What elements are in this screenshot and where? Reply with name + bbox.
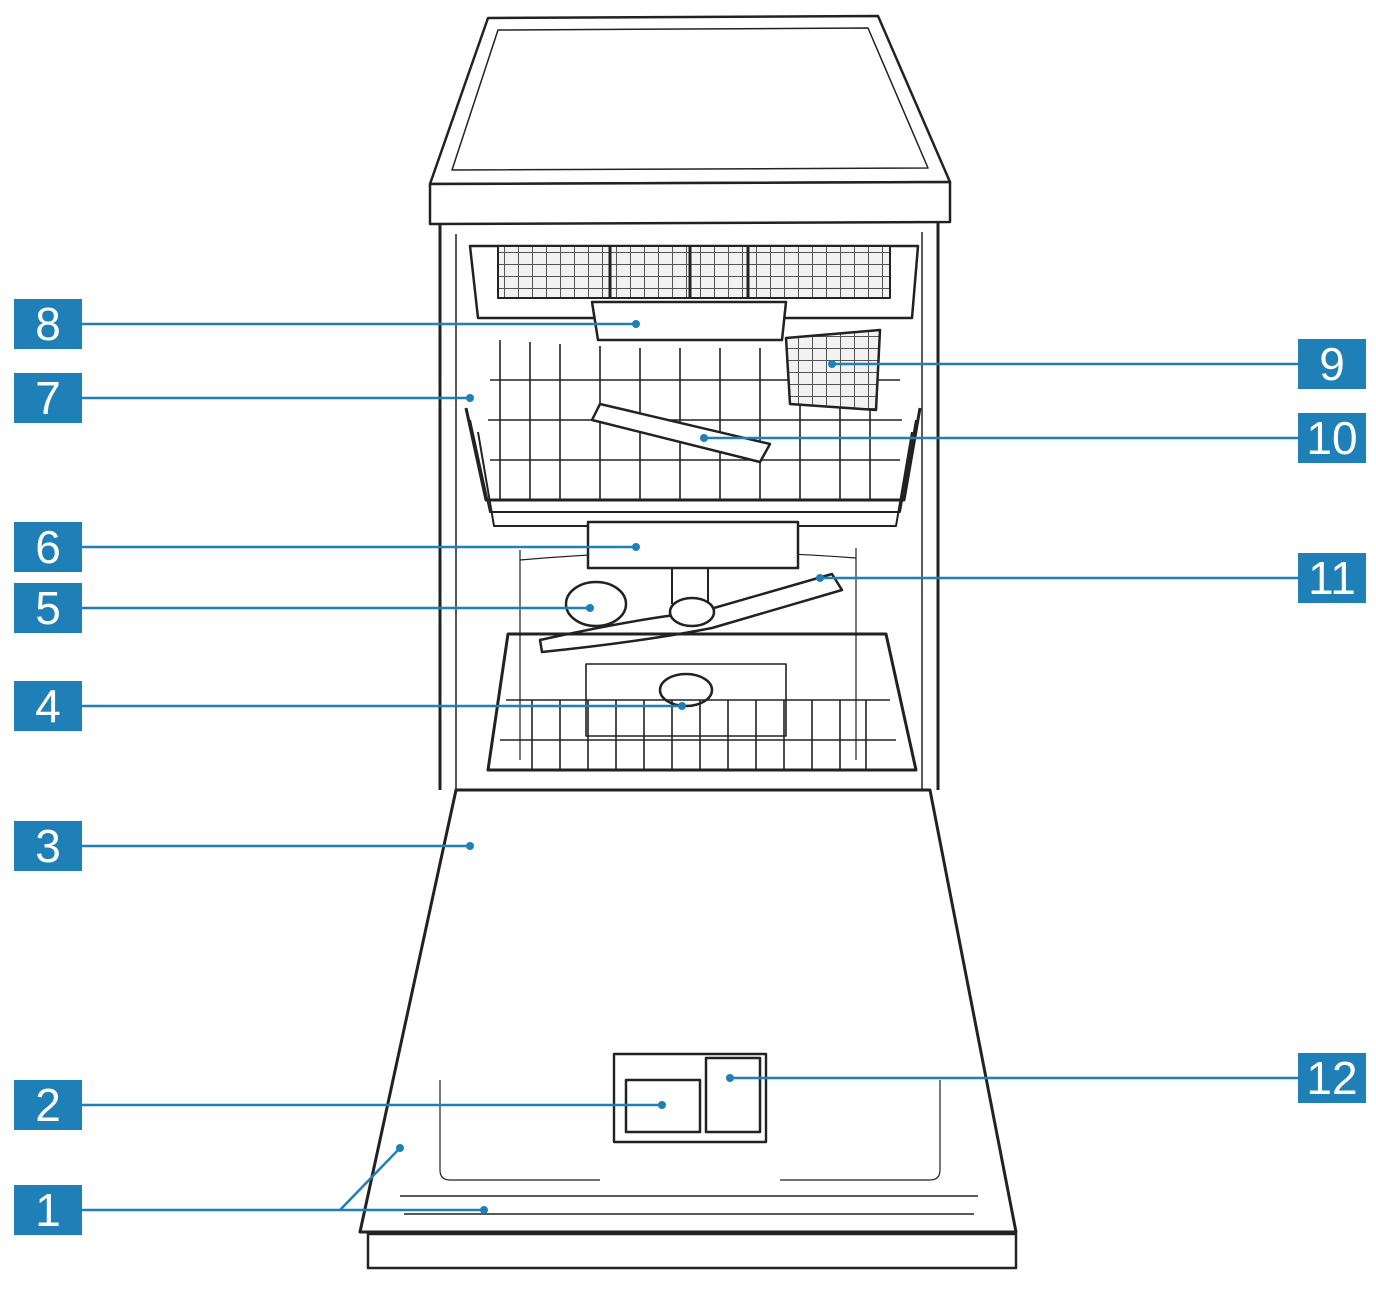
top-spray-arm-deflector [586,520,800,570]
callout-9: 9 [1298,339,1366,389]
callout-3: 3 [14,821,82,871]
cup-shelf [590,402,772,464]
callout-11: 11 [1298,553,1366,603]
lower-basket [486,632,918,772]
callout-8: 8 [14,299,82,349]
callout-6: 6 [14,522,82,572]
callout-5: 5 [14,583,82,633]
worktop [428,14,952,186]
salt-container [564,580,628,628]
cabinet-body [438,222,940,790]
leader-1-branch [339,1147,401,1211]
callout-12: 12 [1298,1053,1366,1103]
door [358,788,1018,1234]
callout-7: 7 [14,373,82,423]
callout-1: 1 [14,1185,82,1235]
worktop-front-edge [428,180,952,226]
upper-basket [464,407,922,502]
knife-shelf [784,328,882,412]
callout-10: 10 [1298,413,1366,463]
callout-2: 2 [14,1080,82,1130]
callout-4: 4 [14,681,82,731]
